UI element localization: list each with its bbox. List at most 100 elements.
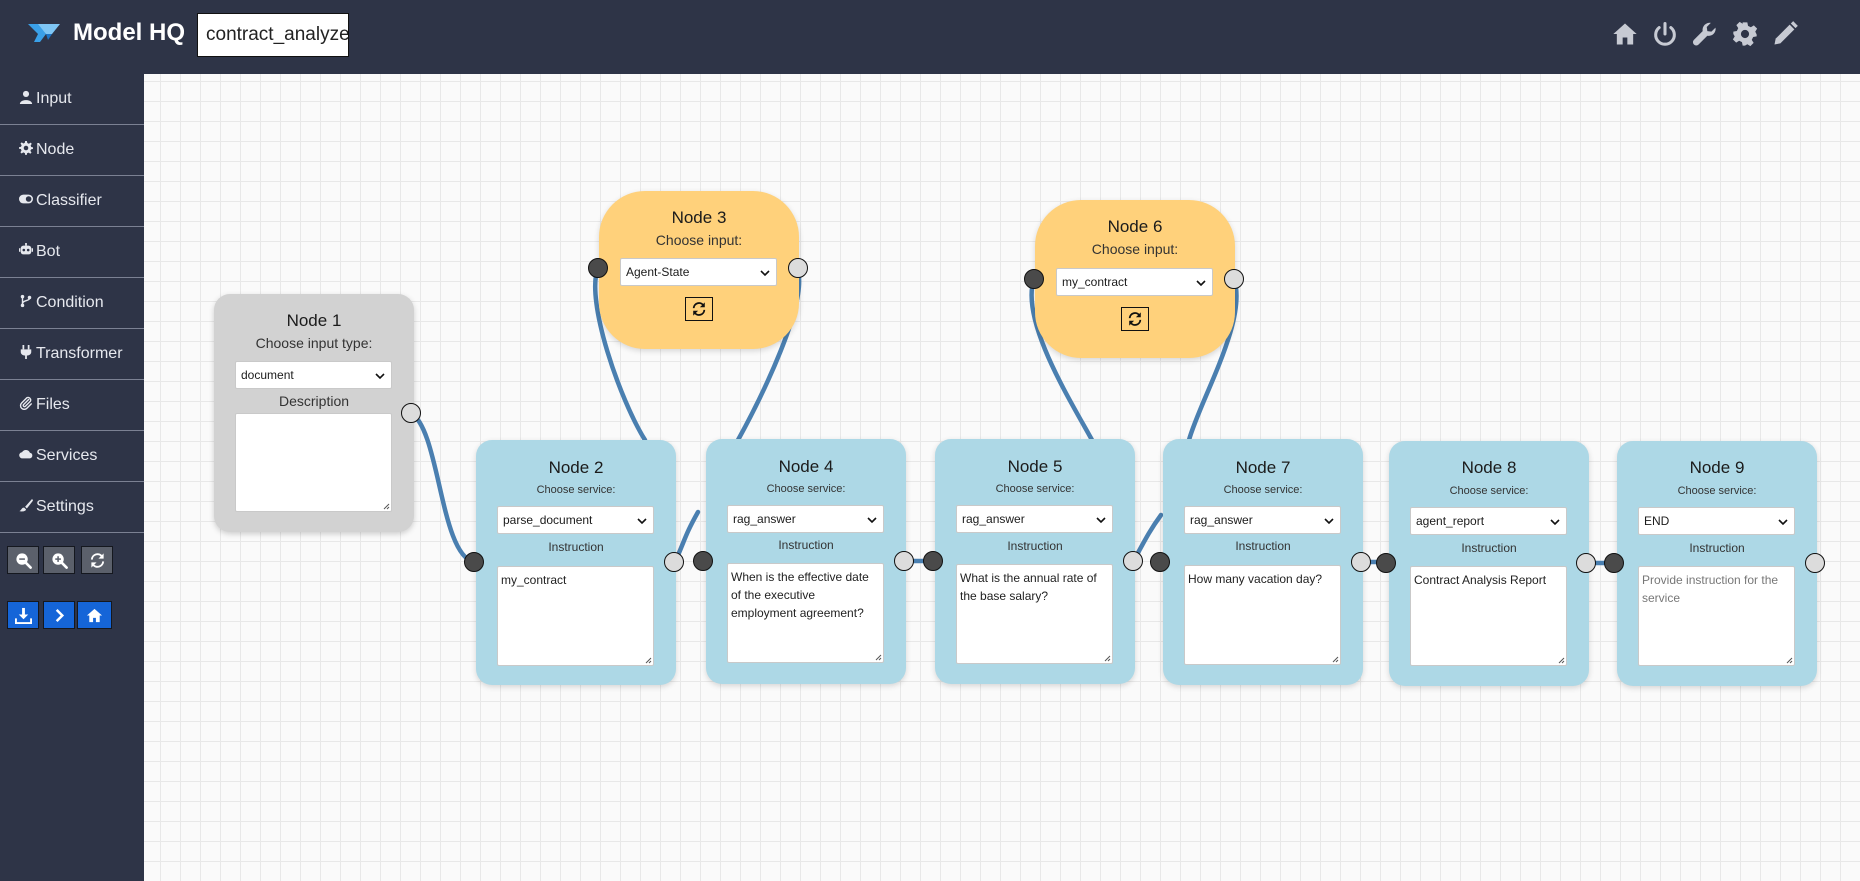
robot-icon	[19, 243, 33, 255]
node-2-service[interactable]: Node 2 Choose service: parse_document In…	[476, 440, 676, 685]
node-3-input-port[interactable]	[588, 258, 608, 278]
chevron-down-icon	[375, 373, 385, 380]
node-9-service[interactable]: Node 9 Choose service: END Instruction P…	[1617, 441, 1817, 686]
refresh-button[interactable]	[1121, 307, 1149, 331]
sidebar-item-classifier[interactable]: Classifier	[0, 176, 144, 227]
node-9-output-port[interactable]	[1805, 553, 1825, 573]
sidebar-item-bot[interactable]: Bot	[0, 227, 144, 278]
instruction-textarea[interactable]: Provide instruction for the service	[1638, 566, 1795, 666]
resize-grip-icon[interactable]	[645, 657, 652, 664]
node-1-output-port[interactable]	[401, 403, 421, 423]
node-title: Node 8	[1461, 458, 1517, 477]
node-2-input-port[interactable]	[464, 552, 484, 572]
sidebar-item-files[interactable]: Files	[0, 380, 144, 431]
node-prompt: Choose service:	[766, 483, 846, 495]
home-icon[interactable]	[1611, 20, 1639, 48]
reset-view-button[interactable]	[81, 546, 113, 574]
node-2-output-port[interactable]	[664, 552, 684, 572]
resize-grip-icon[interactable]	[1104, 655, 1111, 662]
resize-grip-icon[interactable]	[875, 654, 882, 661]
resize-grip-icon[interactable]	[1558, 657, 1565, 664]
node-7-input-port[interactable]	[1150, 552, 1170, 572]
chevron-down-icon	[760, 270, 770, 277]
sidebar-item-node[interactable]: Node	[0, 125, 144, 176]
node-5-service[interactable]: Node 5 Choose service: rag_answer Instru…	[935, 439, 1135, 684]
home-icon	[86, 608, 103, 622]
resize-grip-icon[interactable]	[1786, 657, 1793, 664]
sidebar-item-services[interactable]: Services	[0, 431, 144, 482]
resize-grip-icon[interactable]	[383, 503, 390, 510]
node-9-input-port[interactable]	[1604, 553, 1624, 573]
chevron-down-icon	[1550, 519, 1560, 526]
field-label: Instruction	[548, 540, 604, 554]
instruction-textarea[interactable]: When is the effective date of the execut…	[727, 563, 884, 663]
refresh-icon	[90, 552, 104, 568]
field-label: Instruction	[1235, 539, 1291, 553]
pencil-icon[interactable]	[1771, 20, 1799, 48]
refresh-button[interactable]	[685, 297, 713, 321]
node-title: Node 5	[1007, 457, 1063, 476]
sidebar-item-condition[interactable]: Condition	[0, 278, 144, 329]
zoom-out-button[interactable]	[7, 546, 39, 574]
node-8-input-port[interactable]	[1376, 553, 1396, 573]
node-1-input[interactable]: Node 1 Choose input type: document Descr…	[214, 294, 414, 532]
user-icon	[19, 90, 33, 104]
run-button[interactable]	[43, 601, 75, 629]
field-label: Instruction	[1461, 541, 1517, 555]
instruction-textarea[interactable]: What is the annual rate of the base sala…	[956, 564, 1113, 664]
service-select[interactable]: rag_answer	[1184, 506, 1341, 534]
node-6-output-port[interactable]	[1224, 269, 1244, 289]
description-textarea[interactable]	[235, 413, 392, 512]
field-label: Instruction	[1007, 539, 1063, 553]
node-6-input-port[interactable]	[1024, 269, 1044, 289]
node-7-service[interactable]: Node 7 Choose service: rag_answer Instru…	[1163, 439, 1363, 685]
service-select[interactable]: rag_answer	[727, 505, 884, 533]
wrench-icon[interactable]	[1691, 20, 1719, 48]
zoom-out-icon	[15, 552, 32, 569]
sidebar-item-transformer[interactable]: Transformer	[0, 329, 144, 380]
node-3-state[interactable]: Node 3 Choose input: Agent-State	[599, 191, 799, 349]
service-select[interactable]: rag_answer	[956, 505, 1113, 533]
service-select[interactable]: parse_document	[497, 506, 654, 534]
node-title: Node 9	[1689, 458, 1745, 477]
node-6-state[interactable]: Node 6 Choose input: my_contract	[1035, 200, 1235, 358]
input-select[interactable]: my_contract	[1056, 268, 1213, 296]
node-4-output-port[interactable]	[894, 551, 914, 571]
node-prompt: Choose input:	[655, 232, 743, 248]
node-prompt: Choose service:	[1223, 484, 1303, 496]
node-3-output-port[interactable]	[788, 258, 808, 278]
resize-grip-icon[interactable]	[1332, 656, 1339, 663]
input-select[interactable]: Agent-State	[620, 258, 777, 286]
sidebar-item-settings[interactable]: Settings	[0, 482, 144, 533]
gear-icon[interactable]	[1731, 20, 1759, 48]
chevron-down-icon	[1778, 519, 1788, 526]
node-5-output-port[interactable]	[1123, 551, 1143, 571]
power-icon[interactable]	[1651, 20, 1679, 48]
node-8-service[interactable]: Node 8 Choose service: agent_report Inst…	[1389, 441, 1589, 686]
node-title: Node 7	[1235, 458, 1291, 477]
input-type-select[interactable]: document	[235, 361, 392, 389]
component-sidebar: Input Node Classifier Bot Condition Tran…	[0, 74, 144, 881]
model-hq-logo	[28, 24, 60, 42]
sidebar-item-label: Classifier	[36, 192, 102, 209]
node-5-input-port[interactable]	[923, 551, 943, 571]
zoom-in-button[interactable]	[43, 546, 75, 574]
flow-name-field[interactable]: contract_analyzer	[197, 13, 349, 57]
instruction-textarea[interactable]: Contract Analysis Report	[1410, 566, 1567, 666]
sidebar-item-label: Settings	[36, 498, 94, 515]
zoom-in-icon	[51, 552, 68, 569]
node-4-input-port[interactable]	[693, 551, 713, 571]
paperclip-icon	[19, 396, 32, 411]
node-8-output-port[interactable]	[1576, 553, 1596, 573]
node-4-service[interactable]: Node 4 Choose service: rag_answer Instru…	[706, 439, 906, 684]
service-select[interactable]: agent_report	[1410, 507, 1567, 535]
sidebar-item-input[interactable]: Input	[0, 74, 144, 125]
instruction-textarea[interactable]: my_contract	[497, 566, 654, 666]
sidebar-item-label: Input	[36, 90, 72, 107]
node-7-output-port[interactable]	[1351, 552, 1371, 572]
service-select[interactable]: END	[1638, 507, 1795, 535]
sidebar-item-label: Transformer	[36, 345, 123, 362]
download-button[interactable]	[7, 601, 39, 629]
home-button[interactable]	[77, 601, 112, 629]
instruction-textarea[interactable]: How many vacation day?	[1184, 565, 1341, 665]
